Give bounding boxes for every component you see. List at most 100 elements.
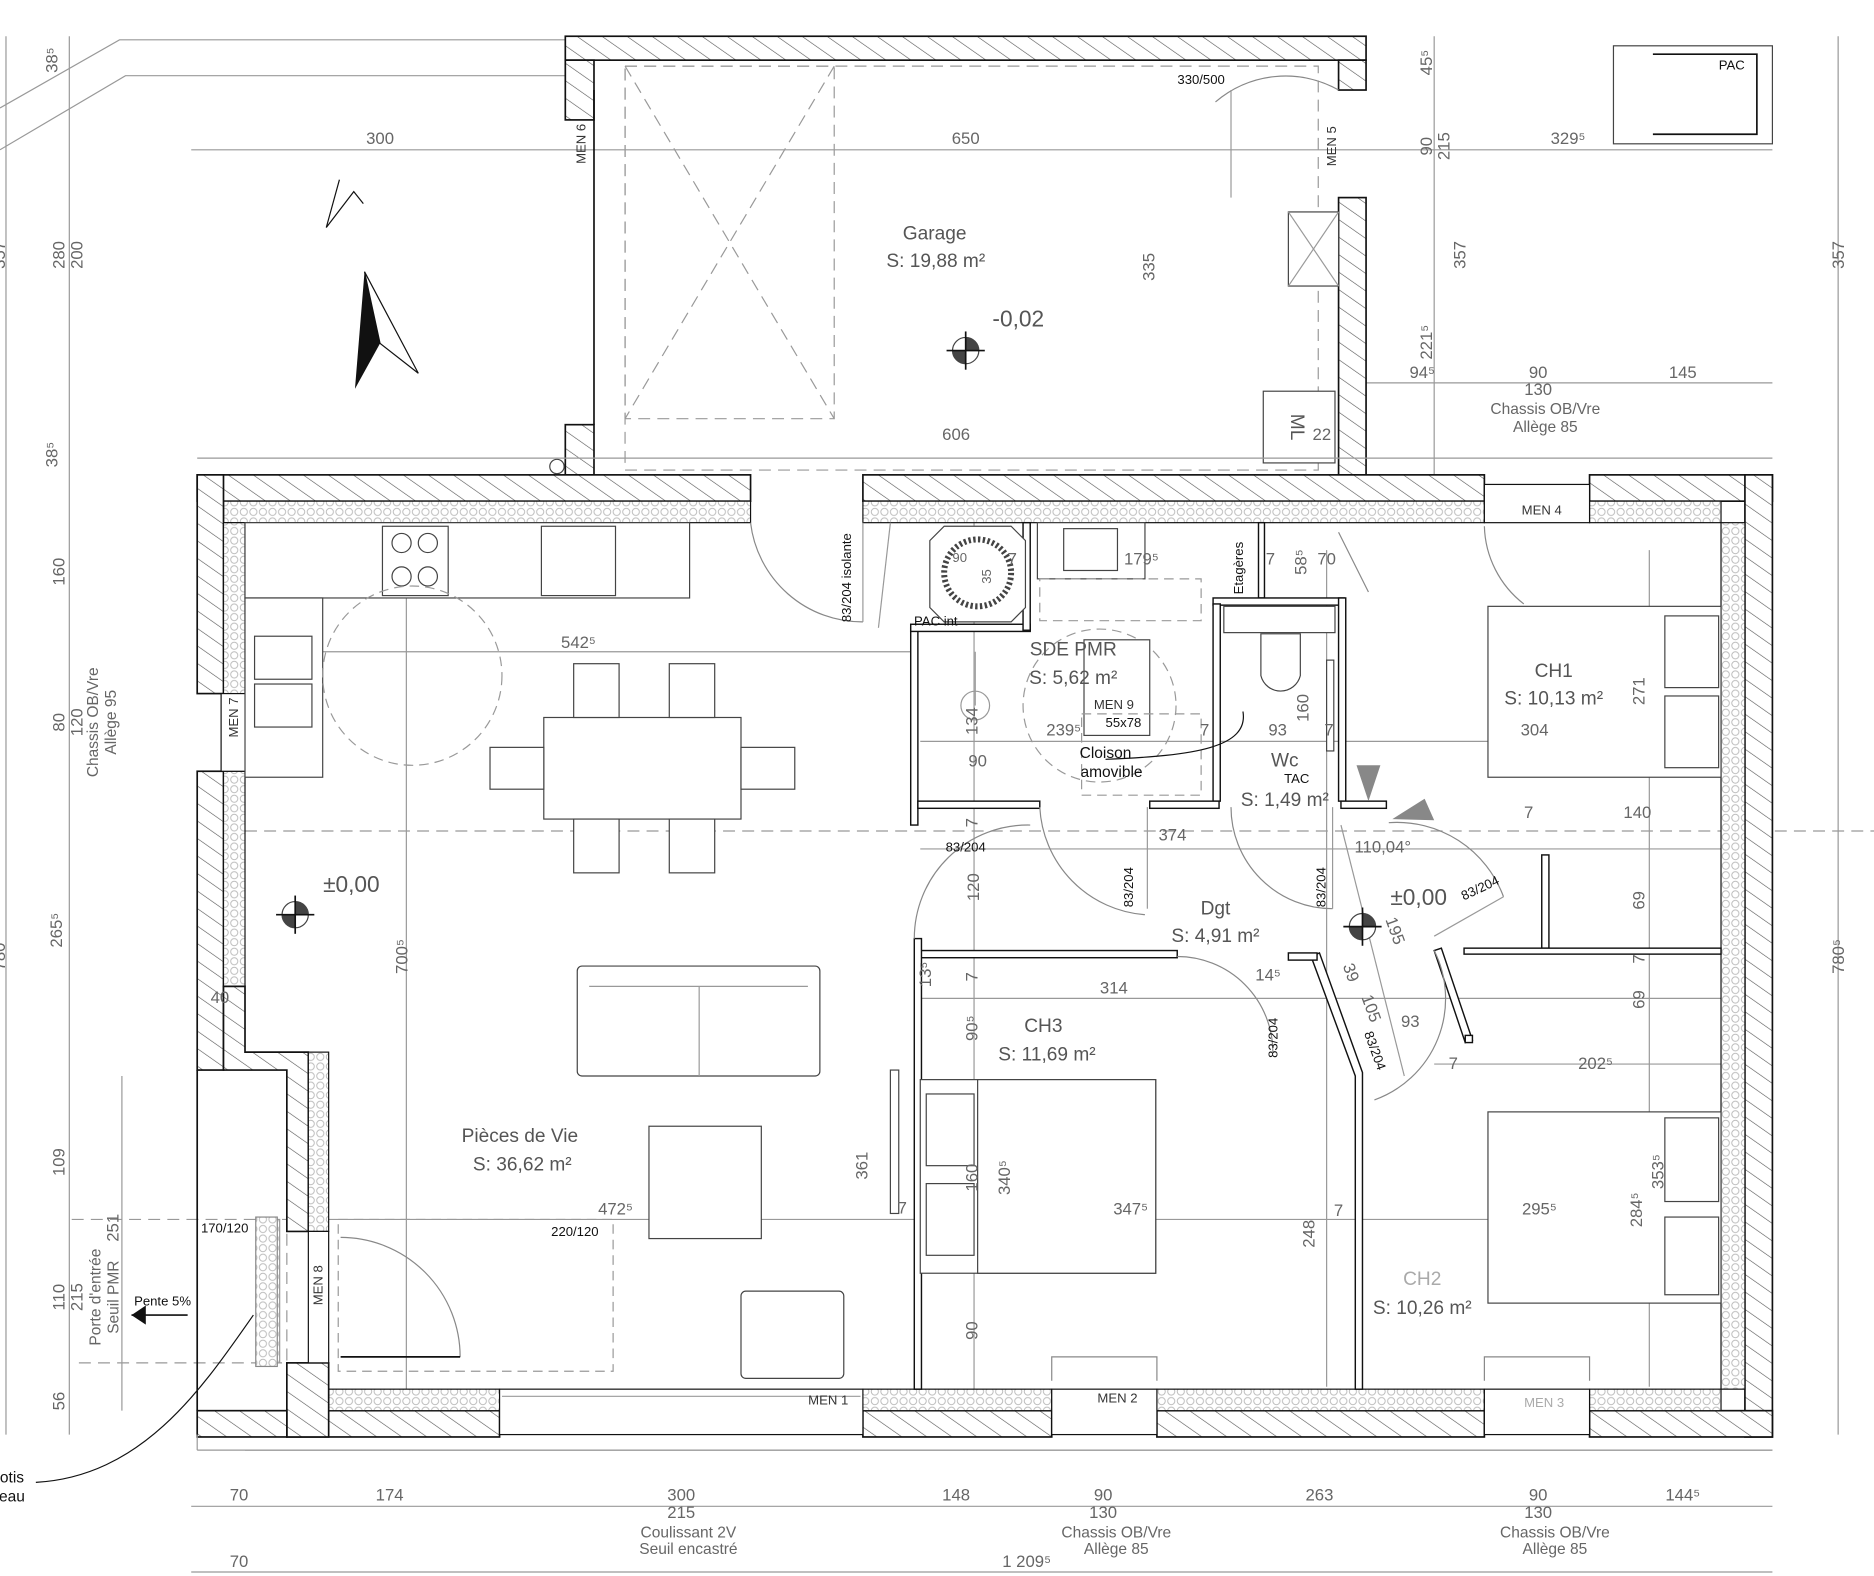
window-label-men-8: MEN 8 — [311, 1265, 326, 1305]
arrow-left-icon — [131, 1305, 146, 1325]
frame-label: Chassis OB/Vre — [85, 667, 102, 777]
dimension-label: 374 — [1158, 826, 1186, 845]
window-label-men-9: MEN 9 — [1094, 697, 1134, 712]
room-name-wc: Wc — [1271, 750, 1299, 771]
room-name-ch1: CH1 — [1535, 661, 1573, 682]
dimension-label: 110 — [50, 1284, 69, 1311]
dimension-label: 179⁵ — [1124, 550, 1159, 569]
dimension-label: 69 — [1630, 990, 1649, 1009]
ml-label: ML — [1286, 414, 1307, 441]
level-dgt: ±0,00 — [1390, 884, 1447, 910]
room-area-garage: S: 19,88 m² — [886, 251, 985, 272]
dimension-label: 40 — [211, 988, 230, 1007]
cloison-label-2: amovible — [1080, 764, 1142, 781]
dimension-label: 134 — [963, 707, 982, 735]
dimension-label: 215 — [667, 1503, 695, 1522]
men9-size-label: 55x78 — [1106, 715, 1142, 730]
dimension-label: 140 — [1623, 803, 1651, 822]
cloison-label-1: Cloison — [1080, 745, 1132, 762]
ml-size-label: 22 — [1313, 425, 1332, 444]
room-labels: Garage S: 19,88 m² -0,02 Pièces de Vie S… — [323, 223, 1603, 1318]
dimension-label: 58⁵ — [1291, 549, 1310, 575]
dimension-label: 7 — [1449, 1054, 1458, 1073]
dimension-label: 1 209⁵ — [1002, 1552, 1051, 1571]
dimension-label: 174 — [376, 1485, 404, 1504]
opening-size-label: 83/204 — [1266, 1018, 1281, 1058]
opening-size-label: 330/500 — [1177, 72, 1224, 87]
house-walls — [196, 457, 1774, 1451]
dimension-label: 130 — [1524, 380, 1552, 399]
dimension-label: 263 — [1305, 1485, 1333, 1504]
dimension-label: 144⁵ — [1665, 1485, 1700, 1504]
dimension-label: 90 — [952, 550, 967, 565]
dimension-label: 90⁵ — [963, 1015, 982, 1041]
dimension-label: 215 — [67, 1283, 86, 1311]
room-name-sde: SDE PMR — [1030, 639, 1117, 660]
dimension-label: 251 — [103, 1214, 122, 1242]
frame-label: Chassis OB/Vre — [1061, 1524, 1171, 1541]
dimension-label: 93 — [1401, 1012, 1420, 1031]
room-area-ch3: S: 11,69 m² — [998, 1044, 1095, 1065]
dimension-label: 90 — [1417, 137, 1436, 156]
dimension-label: 347⁵ — [1113, 1200, 1148, 1219]
dimension-label: 335 — [1140, 253, 1159, 281]
window-label-men-3: MEN 3 — [1524, 1395, 1564, 1410]
north-arrow-icon — [325, 179, 419, 389]
dimension-label: 69 — [1630, 891, 1649, 910]
window-label-men-5: MEN 5 — [1324, 126, 1339, 166]
dimension-label: 90 — [963, 1321, 982, 1340]
frame-label: Allège 85 — [1523, 1541, 1588, 1558]
dimension-label: 195 — [1381, 914, 1408, 947]
window-label-men-2: MEN 2 — [1097, 1390, 1137, 1405]
entry-note-1: otis — [0, 1469, 24, 1486]
room-area-sde: S: 5,62 m² — [1029, 668, 1117, 689]
dimension-label: 130 — [1524, 1503, 1552, 1522]
opening-size-label: 83/204 — [1313, 867, 1328, 907]
window-label-men-1: MEN 1 — [808, 1393, 848, 1408]
room-name-living: Pièces de Vie — [462, 1126, 579, 1147]
dimension-label: 160 — [1294, 694, 1313, 722]
dimension-label: 7 — [898, 1198, 907, 1217]
dimension-label: 160 — [50, 558, 69, 586]
opening-size-label: 83/204 — [946, 839, 986, 854]
dimension-label: 542⁵ — [561, 633, 596, 652]
dimension-label: 271 — [1630, 677, 1649, 705]
dimension-label: 94⁵ — [1409, 363, 1435, 382]
door-swings — [337, 522, 1591, 1381]
level-marker-icon — [1343, 907, 1382, 946]
dimension-label: 304 — [1521, 720, 1549, 739]
pac-label: PAC — [1719, 58, 1745, 73]
dimension-label: 80 — [50, 713, 69, 732]
dimension-label: 38⁵ — [42, 47, 61, 73]
dimension-label: 56 — [50, 1392, 69, 1411]
dimension-label: 295⁵ — [1522, 1200, 1557, 1219]
dimension-label: 357 — [1829, 241, 1848, 269]
room-name-garage: Garage — [903, 223, 967, 244]
frame-label: Allège 85 — [1513, 419, 1578, 436]
dimension-label: 39 — [1339, 961, 1363, 985]
level-marker-icon — [276, 895, 315, 934]
dimension-label: 145 — [1669, 363, 1697, 382]
room-area-ch1: S: 10,13 m² — [1504, 688, 1603, 709]
dimension-label: 284⁵ — [1627, 1192, 1646, 1227]
dimension-label: 353⁵ — [1649, 1154, 1668, 1189]
dimension-label: 329⁵ — [1551, 129, 1586, 148]
level-marker-icon — [946, 331, 985, 370]
annotations: PAC int Etagères ML 22 55x78 Cloison amo… — [0, 414, 1411, 1506]
dimension-label: 38⁵ — [42, 442, 61, 468]
level-living: ±0,00 — [323, 871, 380, 897]
opening-size-label: 83/204 — [1121, 867, 1136, 907]
dimension-label: 200 — [67, 241, 86, 269]
dimension-label: 13⁵ — [916, 962, 935, 988]
dimension-label: 109 — [50, 1148, 69, 1176]
window-label-men-7: MEN 7 — [226, 697, 241, 737]
frame-label: Chassis OB/Vre — [1500, 1524, 1610, 1541]
level-garage: -0,02 — [992, 306, 1044, 332]
dimension-label: 202⁵ — [1578, 1054, 1613, 1073]
furniture — [35, 331, 1722, 1483]
dimension-label: 361 — [853, 1152, 872, 1180]
dimension-label: 93 — [1268, 720, 1287, 739]
dimension-label: 120 — [67, 708, 86, 736]
dimension-label: 239⁵ — [1046, 720, 1081, 739]
dimension-label: 7 — [1266, 550, 1275, 569]
